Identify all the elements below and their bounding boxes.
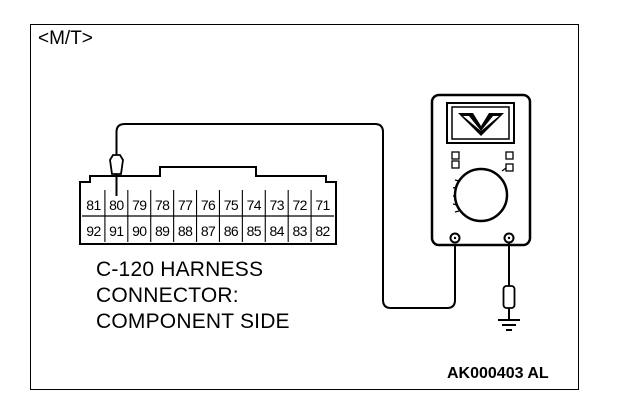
connector-pin-72: 72 xyxy=(292,197,307,213)
input-jack-common xyxy=(503,232,515,244)
connector-pin-80: 80 xyxy=(109,197,124,213)
connector-pin-grid: 81 80 79 78 77 76 75 74 73 72 71 92 91 90 89 88 87 86 85 84… xyxy=(86,190,331,242)
selector-dial xyxy=(453,167,509,223)
connector-caption-line-2: CONNECTOR: xyxy=(96,284,239,307)
connector-pin-89: 89 xyxy=(155,223,170,239)
figure-frame xyxy=(30,24,579,390)
input-jack-positive xyxy=(449,232,461,244)
connector-pin-90: 90 xyxy=(132,223,147,239)
harness-connector: 81 80 79 78 77 76 75 74 73 72 71 92 91 90 89 88 87 86 85 84… xyxy=(79,166,337,245)
figure-code: AK000403 AL xyxy=(447,365,549,382)
test-probe xyxy=(109,140,124,196)
connector-pin-87: 87 xyxy=(201,223,216,239)
connector-pin-82: 82 xyxy=(315,223,330,239)
connector-pin-77: 77 xyxy=(178,197,193,213)
connector-pin-83: 83 xyxy=(292,223,307,239)
connector-pin-73: 73 xyxy=(270,197,285,213)
connector-caption-line-1: C-120 HARNESS xyxy=(96,258,264,281)
multimeter: V xyxy=(0,0,532,247)
voltage-symbol xyxy=(458,113,504,136)
transmission-type-label: <M/T> xyxy=(38,28,93,49)
connector-pin-91: 91 xyxy=(109,223,124,239)
meter-function-symbol: V xyxy=(0,0,1,1)
connector-caption-line-3: COMPONENT SIDE xyxy=(96,310,290,333)
connector-pin-81: 81 xyxy=(86,197,101,213)
connector-pin-86: 86 xyxy=(224,223,239,239)
connector-pin-78: 78 xyxy=(155,197,170,213)
connector-pin-85: 85 xyxy=(247,223,262,239)
ground-lead xyxy=(502,243,516,320)
ground-symbol xyxy=(498,319,520,331)
connector-pin-75: 75 xyxy=(224,197,239,213)
connector-pin-88: 88 xyxy=(178,223,193,239)
connector-pin-76: 76 xyxy=(201,197,216,213)
connector-pin-71: 71 xyxy=(315,197,330,213)
connector-pin-84: 84 xyxy=(270,223,285,239)
connector-pin-92: 92 xyxy=(86,223,101,239)
connector-pin-79: 79 xyxy=(132,197,147,213)
test-lead-positive xyxy=(115,123,456,309)
connector-pin-74: 74 xyxy=(247,197,262,213)
